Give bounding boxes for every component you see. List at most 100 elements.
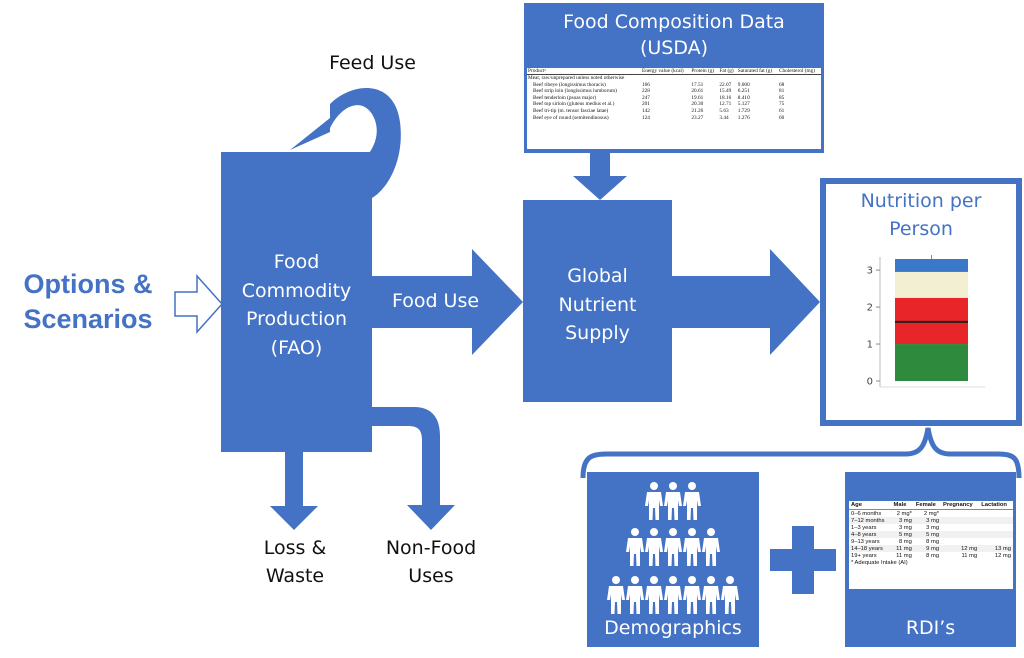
rdi-cell (941, 538, 979, 545)
rdi-cell: 3 mg (913, 517, 942, 524)
person-icon (721, 576, 739, 614)
person-icon (645, 528, 663, 566)
usda-cell: 201 (642, 101, 650, 108)
loss-waste-label: Loss & Waste (240, 535, 350, 590)
chart-tick-label: 0 (867, 377, 873, 388)
usda-cell: Beef strip loin (longissimus lumborum) (533, 88, 617, 95)
people-pyramid-icon (607, 482, 739, 614)
plus-icon (770, 526, 836, 594)
options-arrow (174, 274, 224, 334)
demographics-label: Demographics (604, 617, 742, 639)
usda-down-arrow (573, 153, 627, 200)
usda-cell: 3.44 (719, 114, 729, 121)
feed-use-label: Feed Use (329, 52, 416, 74)
rdi-cell: 3 mg (926, 524, 940, 531)
loss-waste-arrow (270, 452, 318, 530)
nonfood-line1: Non-Food (385, 537, 477, 559)
usda-cell: 12.71 (719, 101, 732, 108)
loss-line1: Loss & (263, 537, 327, 559)
rdi-cell: 3 mg (898, 524, 912, 531)
rdi-cell: 7–12 months (849, 517, 892, 524)
nonfood-line2: Uses (408, 564, 454, 587)
usda-cell: 22.07 (719, 81, 732, 88)
usda-cell: Beef eye of round (semitendinosus) (533, 114, 609, 121)
usda-title-line1: Food Composition Data (563, 11, 785, 33)
rdi-cell: 9–13 years (851, 538, 880, 545)
global-line: Supply (565, 322, 630, 344)
person-icon (626, 576, 644, 614)
usda-cell: 142 (642, 108, 650, 115)
person-icon (664, 482, 682, 520)
usda-cell: 15.49 (719, 88, 732, 95)
rdi-cell: 0–6 months (851, 510, 882, 517)
rdi-cell (941, 524, 979, 531)
usda-cell: 1.276 (737, 114, 750, 121)
rdi-cell: 8 mg (898, 538, 912, 545)
rdi-table: Age Male Female Pregnancy Lactation 0–6 … (849, 501, 1013, 589)
usda-cell: 18.16 (719, 94, 732, 101)
person-icon (645, 482, 663, 520)
chart-tick-label: 2 (867, 303, 873, 314)
usda-title-line2: (USDA) (639, 36, 709, 59)
global-line: Global (567, 265, 628, 287)
person-icon (683, 482, 701, 520)
usda-cell: 166 (642, 81, 650, 88)
rdi-cell (941, 510, 979, 518)
nutrition-title-line2: Person (889, 217, 953, 240)
usda-cell: 23.27 (691, 114, 704, 121)
usda-row: Beef top sirloin (gluteus medius et al.)… (527, 101, 821, 108)
usda-cell: 68 (778, 81, 785, 88)
usda-cell: Beef tri-tip (m. tensor fasciae latae) (533, 108, 609, 115)
rdi-cell: 5 mg (891, 531, 914, 538)
rdi-header: Pregnancy (941, 501, 980, 510)
global-box-label: Global Nutrient Supply (523, 262, 672, 348)
usda-header: Energy value (kcal) (641, 68, 691, 75)
usda-cell: 20.61 (691, 88, 704, 95)
usda-cell: Beef ribeye (longissimus thoracis) (533, 81, 606, 88)
usda-cell: 19.61 (691, 94, 704, 101)
feed-use-loop (290, 87, 401, 198)
rdi-cell: 13 mg (979, 545, 1013, 552)
fao-line: Production (245, 308, 348, 330)
chart-tick-label: 1 (867, 340, 873, 351)
rdi-cell (941, 517, 980, 524)
rdi-cell (979, 531, 1013, 538)
chart-bar-segment (895, 344, 968, 381)
rdi-header: Lactation (979, 501, 1013, 510)
usda-cell: 20.30 (691, 101, 704, 108)
usda-cell: 6.251 (737, 88, 750, 95)
rdi-cell: 2 mg* (923, 510, 940, 517)
usda-cell: 5.127 (737, 101, 750, 108)
fao-line: Food (273, 251, 320, 273)
usda-header: Fat (g) (718, 68, 737, 75)
usda-cell: 21.26 (691, 108, 704, 115)
rdi-cell (941, 531, 980, 538)
usda-cell: 85 (778, 94, 785, 101)
rdi-header: Male (891, 501, 914, 510)
nutrition-arrow (672, 249, 820, 355)
usda-row: Beef tri-tip (m. tensor fasciae latae) 14… (527, 108, 821, 115)
usda-row: Beef strip loin (longissimus lumborum)22… (527, 88, 821, 95)
global-line: Nutrient (558, 293, 637, 316)
rdi-row: 0–6 months 2 mg* 2 mg* (849, 510, 1013, 518)
chart-tick-label: 3 (867, 266, 873, 277)
rdi-cell: 14–18 years (849, 545, 892, 552)
rdi-cell: 19+ years (851, 552, 877, 559)
rdi-cell: 11 mg (961, 552, 978, 559)
fao-line: Commodity (241, 279, 352, 302)
rdi-cell: 2 mg* (896, 510, 912, 517)
rdi-cell: 12 mg (941, 545, 980, 552)
fao-box-label: Food Commodity Production (FAO) (221, 248, 372, 362)
usda-table: Productᵃ Energy value (kcal) Protein (g)… (527, 68, 821, 149)
nutrition-chart: 0 1 2 3 (867, 255, 985, 388)
rdi-cell (979, 538, 1013, 545)
usda-cell: 8.410 (737, 94, 750, 101)
